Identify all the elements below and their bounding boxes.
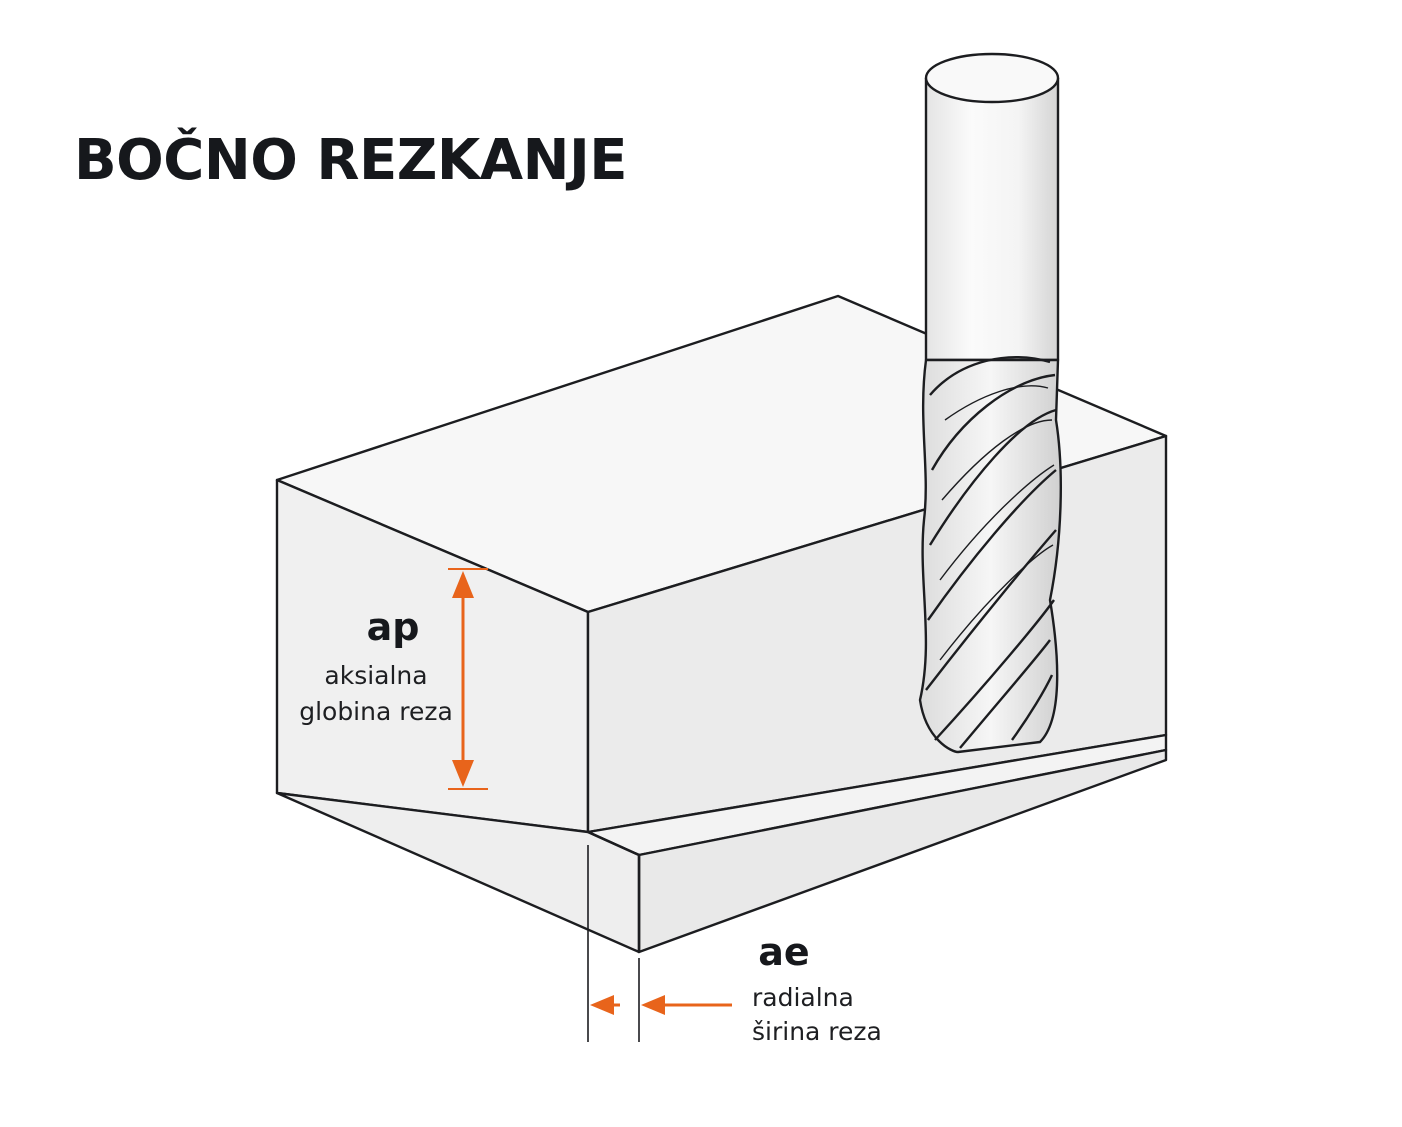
- ap-desc-line2: globina reza: [299, 697, 453, 726]
- ap-arrow-up-icon: [452, 571, 474, 598]
- ae-arrow-right-icon: [641, 995, 665, 1015]
- diagram-title: BOČNO REZKANJE: [74, 128, 628, 193]
- ae-desc-line1: radialna: [752, 983, 854, 1012]
- tool-flute-1: [928, 355, 1057, 546]
- tool-flute-3: [959, 639, 1054, 749]
- tool-flute-inner: [939, 385, 1055, 661]
- ae-arrow-left-icon: [590, 995, 614, 1015]
- ae-desc-line2: širina reza: [752, 1017, 882, 1046]
- end-mill-tool: [918, 52, 1062, 754]
- ap-desc-line1: aksialna: [324, 661, 427, 690]
- tool-shank: [924, 78, 1060, 362]
- ap-symbol: ap: [367, 605, 420, 649]
- ae-symbol: ae: [758, 930, 809, 974]
- tool-flute-2: [925, 469, 1057, 741]
- ae-dimension: ae radialna širina reza: [587, 845, 882, 1046]
- tool-flute-body: [918, 358, 1062, 754]
- tool-shank-top: [924, 52, 1060, 104]
- ap-dimension: ap aksialna globina reza: [299, 568, 488, 790]
- ap-arrow-down-icon: [452, 760, 474, 787]
